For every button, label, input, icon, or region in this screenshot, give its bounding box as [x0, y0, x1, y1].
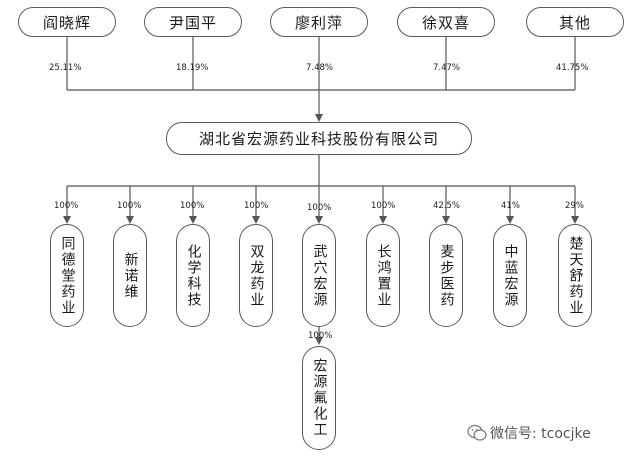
subsidiary-percentage: 100%: [371, 201, 396, 211]
subsidiary-node: 长鸿置业: [366, 224, 400, 327]
shareholder-node: 其他: [526, 7, 624, 37]
subsidiary-percentage: 100%: [244, 201, 269, 211]
subsidiary-percentage: 100%: [54, 201, 79, 211]
sub-subsidiary-percentage: 100%: [308, 331, 333, 341]
shareholder-node: 尹国平: [144, 7, 242, 37]
subsidiary-node: 麦步医药: [429, 224, 463, 327]
subsidiary-percentage: 100%: [307, 203, 332, 213]
subsidiary-node: 化学科技: [176, 224, 210, 327]
shareholder-percentage: 41.75%: [556, 63, 589, 73]
company-node: 湖北省宏源药业科技股份有限公司: [166, 122, 472, 155]
subsidiary-node: 同德堂药业: [50, 224, 84, 327]
wechat-icon: [467, 424, 487, 441]
shareholder-percentage: 7.47%: [433, 63, 461, 73]
subsidiary-percentage: 100%: [117, 201, 142, 211]
subsidiary-node: 楚天舒药业: [558, 224, 592, 327]
shareholder-node: 阎晓辉: [18, 7, 116, 37]
shareholder-percentage: 7.48%: [306, 63, 334, 73]
subsidiary-node: 新诺维: [113, 224, 147, 327]
shareholder-node: 廖利萍: [270, 7, 368, 37]
subsidiary-node: 双龙药业: [239, 224, 273, 327]
shareholder-percentage: 25.11%: [49, 63, 82, 73]
subsidiary-percentage: 41%: [501, 201, 520, 211]
shareholder-node: 徐双喜: [397, 7, 495, 37]
subsidiary-percentage: 100%: [180, 201, 205, 211]
shareholder-percentage: 18.19%: [176, 63, 209, 73]
subsidiary-percentage: 42.5%: [433, 201, 461, 211]
subsidiary-node: 中蓝宏源: [493, 224, 527, 327]
subsidiary-percentage: 29%: [565, 201, 584, 211]
watermark-text: 微信号: tcocjke: [490, 426, 591, 442]
subsidiary-node: 武穴宏源: [302, 224, 336, 327]
sub-subsidiary-node: 宏源氟化工: [302, 346, 336, 450]
